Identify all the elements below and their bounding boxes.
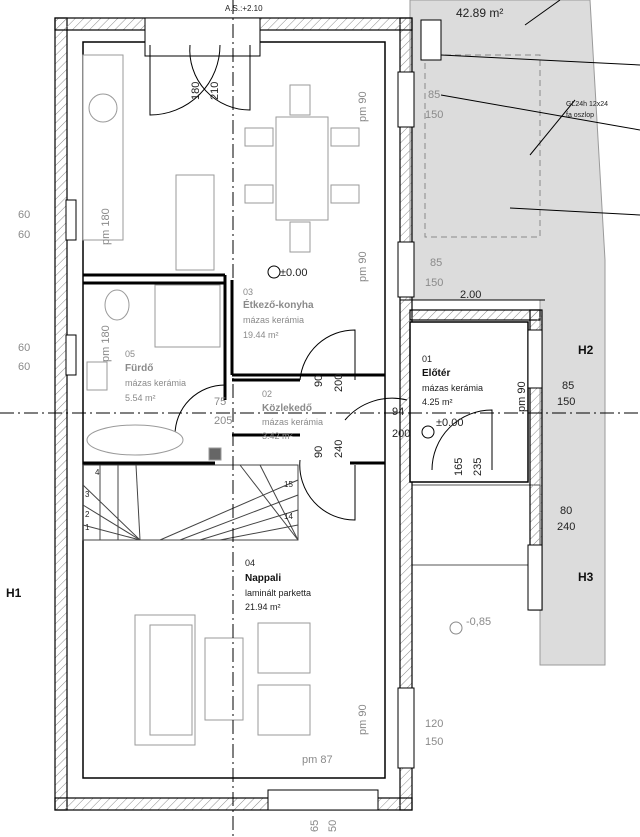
room-02-number: 02: [262, 389, 272, 399]
dim-entry-240: 240: [557, 521, 575, 533]
dim-210-door: 210: [209, 82, 221, 100]
dim-win-150b: 150: [425, 277, 443, 289]
dim-90a: 90: [313, 375, 325, 387]
stair-2: 2: [85, 510, 90, 519]
room-05-name: Fürdő: [125, 363, 153, 374]
stair-4: 4: [95, 468, 100, 477]
section-h3: H3: [578, 570, 594, 584]
dim-94: 94: [392, 406, 404, 418]
dim-win-85: 85: [428, 89, 440, 101]
leader-lines: [400, 0, 640, 301]
room-04-floor: laminált parketta: [245, 588, 311, 598]
dim-left-60c: 60: [18, 342, 30, 354]
bathroom-furniture: [86, 284, 222, 461]
dim-180-door: 180: [190, 82, 202, 100]
stair-1: 1: [85, 523, 90, 532]
terrace-box: [420, 19, 442, 61]
dim-200b: 200: [392, 428, 410, 440]
dim-left-60a: 60: [18, 209, 30, 221]
kitchen-furniture: [82, 54, 360, 271]
room-01-name: Előtér: [422, 368, 450, 379]
stairs: [82, 464, 299, 541]
room-02-name: Közlekedő: [262, 403, 312, 414]
dim-pm90-kitchen: pm 90: [357, 91, 369, 122]
dim-living-pm87: pm 87: [302, 754, 333, 766]
dim-entry-80: 80: [560, 505, 572, 517]
dim-win-85b: 85: [430, 257, 442, 269]
room-04-name: Nappali: [245, 573, 281, 584]
room-03-floor: mázas kerámia: [243, 315, 304, 325]
room-02-area: 3.42 m²: [262, 431, 293, 441]
room-05-number: 05: [125, 349, 135, 359]
room-03-name: Étkező-konyha: [243, 298, 314, 311]
level-entry: ±0.00: [436, 417, 463, 429]
room-02-floor: mázas kerámia: [262, 417, 323, 427]
dim-living-pm90: pm 90: [357, 704, 369, 735]
dim-205: 205: [214, 415, 232, 427]
dim-pm180-bath: pm 180: [100, 325, 112, 362]
doors: [149, 44, 493, 521]
room-03-area: 19.44 m²: [243, 330, 279, 340]
dim-entry-85: 85: [562, 380, 574, 392]
dim-240: 240: [333, 440, 345, 458]
terrace-area-label: 42.89 m²: [456, 6, 503, 20]
step-area: [411, 484, 541, 566]
dim-entry-pm90: pm 90: [516, 381, 528, 412]
room-05-floor: mázas kerámia: [125, 378, 186, 388]
level-outside: -0,85: [466, 616, 491, 628]
interior-walls: [83, 273, 385, 465]
level-main: ±0.00: [280, 267, 307, 279]
room-04-area: 21.94 m²: [245, 602, 281, 612]
dim-left-60d: 60: [18, 361, 30, 373]
dim-50: 50: [327, 820, 339, 832]
terrace-deck: [424, 54, 541, 238]
level-top: A.S.:+2.10: [225, 4, 263, 13]
living-furniture: [134, 614, 311, 746]
stair-3: 3: [85, 490, 90, 499]
dim-living-150: 150: [425, 736, 443, 748]
room-04-number: 04: [245, 558, 255, 568]
dim-left-60b: 60: [18, 229, 30, 241]
room-01-area: 4.25 m²: [422, 397, 453, 407]
room-01-floor: mázas kerámia: [422, 383, 483, 393]
post-label-2: fa oszlop: [566, 112, 594, 119]
dim-65: 65: [309, 820, 321, 832]
dim-90b: 90: [313, 446, 325, 458]
windows: [65, 17, 543, 811]
dim-pm90-kitchen2: pm 90: [357, 251, 369, 282]
dim-165: 165: [453, 458, 465, 476]
section-h2: H2: [578, 343, 594, 357]
dim-2-00: 2.00: [460, 289, 481, 301]
room-03-number: 03: [243, 287, 253, 297]
section-h1: H1: [6, 586, 22, 600]
dim-living-120: 120: [425, 718, 443, 730]
dim-200a: 200: [333, 374, 345, 392]
dim-235: 235: [472, 458, 484, 476]
room-05-area: 5.54 m²: [125, 393, 156, 403]
dim-win-150: 150: [425, 109, 443, 121]
dim-75: 75: [214, 396, 226, 408]
level-markers: [267, 265, 463, 635]
room-01-number: 01: [422, 354, 432, 364]
stair-14: 14: [284, 512, 293, 521]
post-label-1: GL24h 12x24: [566, 101, 608, 108]
dim-entry-150: 150: [557, 396, 575, 408]
stair-15: 15: [284, 480, 293, 489]
entry-outline: [409, 321, 529, 483]
dim-pm180-kitchen: pm 180: [100, 208, 112, 245]
